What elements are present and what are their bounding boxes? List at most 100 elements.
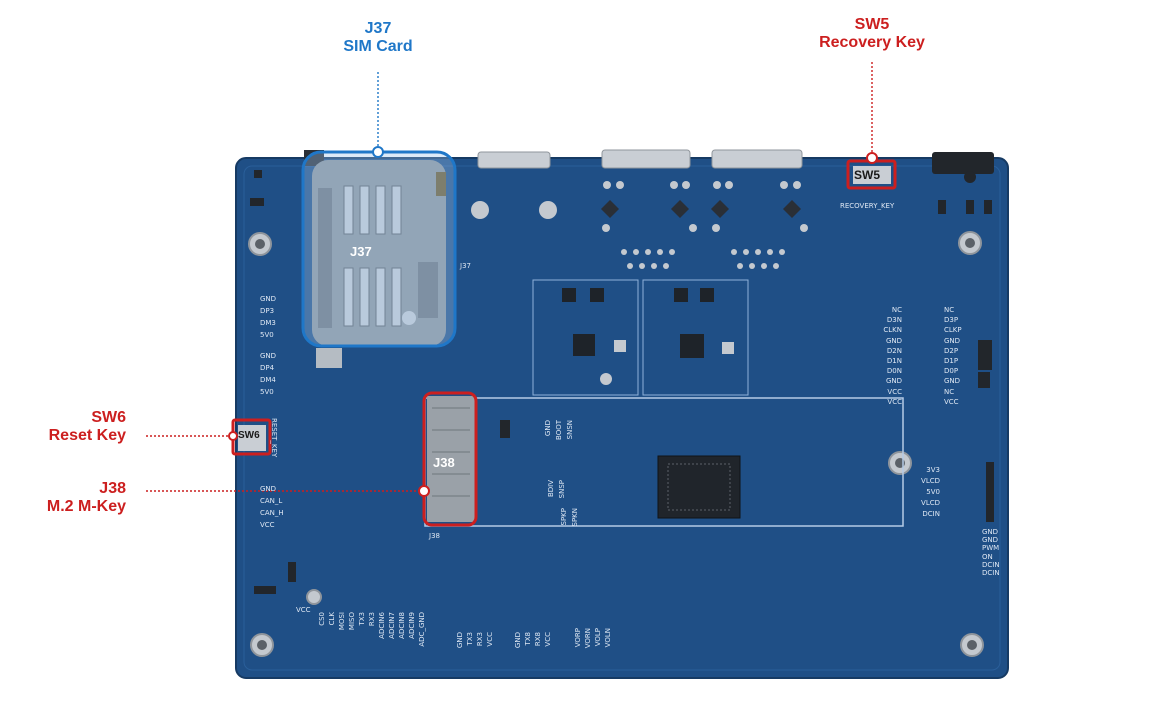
top-connector-hdmi2 — [711, 149, 803, 169]
pin-label: DCIN — [982, 560, 1000, 569]
pin-label: DCIN — [982, 569, 1000, 577]
top-connector-1 — [304, 150, 324, 166]
j37-callout: J37 SIM Card — [318, 20, 438, 56]
pin-label: VCC — [486, 632, 494, 647]
sw5-board-mark: RECOVERY_KEY — [840, 202, 895, 210]
pin-label: VORP — [574, 628, 582, 648]
pin-label: GND — [944, 336, 961, 345]
pin-label: NC — [944, 387, 955, 396]
j38-callout: J38 M.2 M-Key — [10, 480, 126, 516]
pin-label: NC — [891, 306, 902, 314]
pin-label: ADCIN9 — [408, 612, 416, 639]
pin-label: GND — [982, 528, 999, 536]
pin-label: ADCIN7 — [388, 612, 396, 639]
pin-label: D1P — [944, 357, 959, 365]
pin-label: PWM — [982, 544, 1000, 553]
pin-label: NC — [944, 306, 955, 314]
sw5-name: Recovery Key — [819, 34, 925, 51]
j38-highlight-box — [422, 391, 478, 527]
pin-label: MISO — [348, 612, 356, 631]
reset-key-switch — [238, 425, 266, 451]
pin-label: VOLP — [594, 628, 602, 647]
pin-label: ADCIN6 — [378, 612, 386, 639]
j37-id: J37 — [364, 20, 392, 37]
module-left — [532, 279, 639, 396]
pin-label: CS0 — [318, 612, 326, 626]
module-right — [642, 279, 749, 396]
pin-label: D0N — [886, 367, 902, 376]
pin-label: DP4 — [260, 364, 275, 372]
pin-label: GND — [260, 485, 277, 493]
pin-label: ADC_GND — [418, 612, 426, 647]
pin-label: VOLN — [604, 628, 612, 648]
pin-label: 5V0 — [260, 388, 274, 396]
j38-box-label: J38 — [433, 455, 455, 470]
pin-label: 3V3 — [926, 466, 940, 474]
mounting-holes — [248, 231, 984, 657]
recovery-key-switch — [853, 166, 891, 184]
pin-label: ADCIN8 — [398, 612, 406, 639]
pin-label: ON — [982, 552, 993, 561]
pin-label: GND — [885, 336, 902, 345]
pin-label: DCIN — [922, 510, 940, 518]
sw5-callout: SW5 Recovery Key — [792, 16, 952, 52]
pin-label: VCC — [260, 521, 275, 529]
pin-label: GND — [544, 420, 552, 437]
pin-label: RX8 — [534, 632, 542, 647]
sw6-callout: SW6 Reset Key — [10, 409, 126, 445]
pin-label: SPKP — [560, 508, 568, 526]
pin-label: TX3 — [466, 632, 474, 646]
dc-jack — [932, 152, 994, 174]
pin-label: BDIV — [547, 480, 555, 498]
j38-name: M.2 M-Key — [46, 498, 126, 515]
pin-label: GND — [944, 377, 961, 386]
pin-label: D2N — [886, 346, 902, 355]
pin-label: D0P — [944, 367, 959, 376]
pin-label: SNSP — [558, 480, 566, 499]
j38-board-mark: J38 — [429, 532, 440, 540]
pin-label: GND — [456, 632, 464, 649]
pin-label: CLKP — [944, 326, 962, 335]
top-connector-usb — [477, 151, 551, 169]
pin-label: TX3 — [358, 612, 366, 626]
pin-label: CAN_H — [260, 509, 284, 517]
sw5-id: SW5 — [854, 16, 890, 33]
pin-label: VORN — [584, 628, 592, 649]
pin-label: D3P — [944, 316, 959, 325]
jack-pads — [601, 200, 801, 218]
pin-label: D3N — [886, 316, 902, 325]
pin-label: MOSI — [338, 612, 346, 631]
pin-label: SPKN — [571, 508, 579, 527]
sw6-name: Reset Key — [48, 427, 126, 444]
m2-connector — [427, 396, 475, 522]
pin-label: DM4 — [260, 376, 276, 384]
pin-label: SNSN — [566, 420, 574, 440]
sw5-box-label: SW5 — [854, 168, 881, 182]
pin-label: CLKN — [883, 326, 902, 335]
m2-chip — [657, 455, 741, 519]
j37-highlight-box — [301, 150, 457, 348]
j37-box-label: J37 — [350, 244, 372, 259]
pin-label: BOOT — [555, 420, 563, 440]
pin-label: VCC — [887, 387, 902, 396]
pin-label: RX3 — [476, 632, 484, 647]
j37-board-mark: J37 — [460, 262, 471, 270]
pin-label: D2P — [944, 346, 959, 355]
pin-label: RX3 — [368, 612, 376, 627]
vcc-board-mark: VCC — [296, 606, 311, 614]
pin-label: TX8 — [524, 632, 532, 646]
pin-label: GND — [514, 632, 522, 649]
pin-label: 5V0 — [260, 331, 274, 339]
pin-label: VLCD — [921, 499, 940, 507]
pin-label: CLK — [328, 612, 336, 626]
sw6-box-label: SW6 — [238, 430, 260, 441]
pin-label: GND — [260, 295, 277, 303]
sw6-board-mark: RESET_KEY — [270, 418, 278, 458]
pin-label: D1N — [886, 357, 902, 365]
pin-label: CAN_L — [260, 497, 283, 505]
pin-label: 5V0 — [926, 488, 940, 496]
sw6-id: SW6 — [91, 409, 126, 426]
pin-label: GND — [260, 352, 277, 360]
pin-label: VCC — [887, 397, 902, 406]
